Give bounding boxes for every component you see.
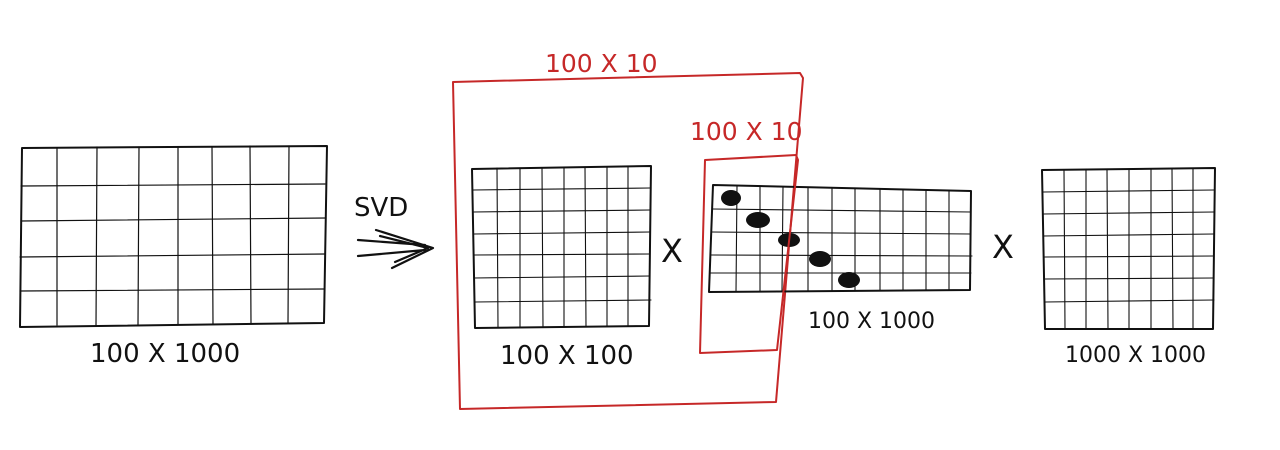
input-matrix bbox=[19, 145, 328, 328]
v-matrix-label: 1000 X 1000 bbox=[1065, 343, 1206, 368]
input-matrix-label: 100 X 1000 bbox=[90, 339, 240, 369]
v-matrix bbox=[1041, 167, 1216, 330]
implies-arrow bbox=[356, 228, 435, 270]
multiply-sign-1: X bbox=[661, 232, 683, 270]
sigma-matrix-label: 100 X 1000 bbox=[808, 309, 935, 334]
truncated-sigma-label: 100 X 10 bbox=[690, 117, 803, 146]
truncated-sigma-highlight-box bbox=[699, 154, 799, 354]
multiply-sign-2: X bbox=[992, 228, 1014, 266]
truncated-u-label: 100 X 10 bbox=[545, 49, 658, 78]
u-matrix-label: 100 X 100 bbox=[500, 341, 634, 371]
sigma-matrix bbox=[708, 184, 973, 293]
svd-label: SVD bbox=[354, 193, 408, 223]
u-matrix bbox=[471, 165, 652, 329]
